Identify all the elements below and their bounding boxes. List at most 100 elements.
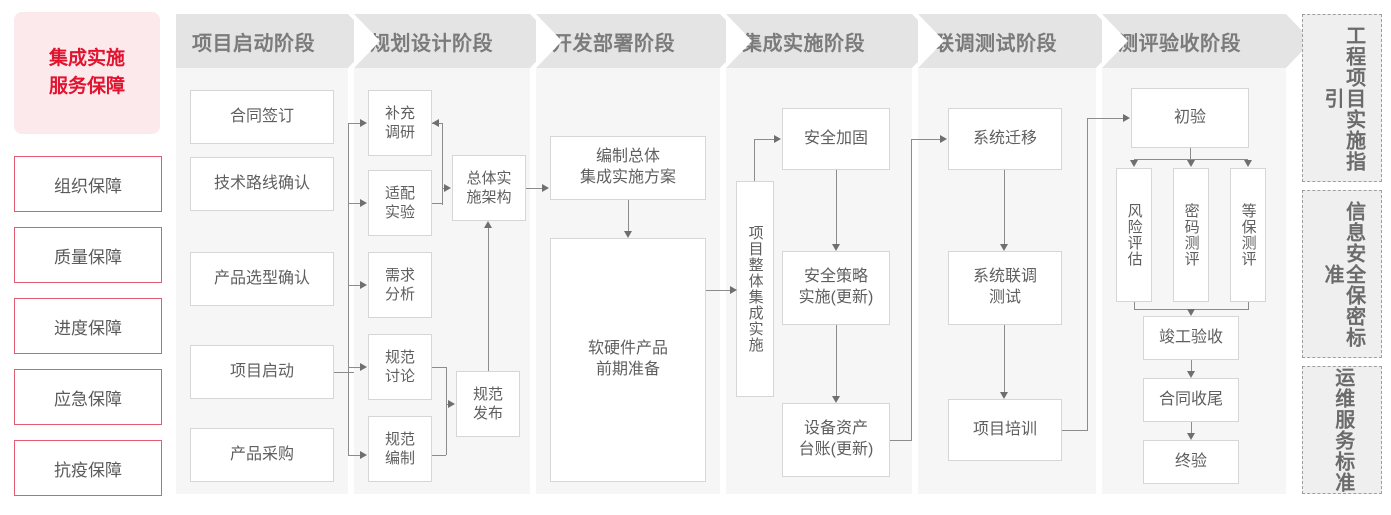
phase-title: 集成实施阶段 [742, 32, 865, 55]
node-final-acceptance[interactable]: 终验 [1143, 440, 1239, 484]
node-security-policy-implementation[interactable]: 安全策略 实施(更新) [782, 251, 890, 325]
arrowhead-icon [1243, 160, 1252, 167]
standard-engineering-guideline[interactable]: 工程项目实施指引 [1302, 14, 1382, 182]
connector-prep-to-overall [706, 290, 730, 292]
phase-header-joint-test[interactable]: 联调测试阶段 [918, 14, 1122, 68]
connector-trunk-to-survey [348, 123, 360, 125]
node-preliminary-acceptance[interactable]: 初验 [1131, 88, 1249, 148]
node-label: 项目整体集成实施 [746, 225, 764, 353]
node-classified-protection-evaluation[interactable]: 等保测评 [1230, 168, 1266, 302]
node-label: 系统迁移 [972, 129, 1037, 147]
connector-to-preliminary [1087, 118, 1123, 120]
node-project-training[interactable]: 项目培训 [948, 399, 1062, 461]
node-label: 项目培训 [972, 420, 1037, 438]
phase-title: 联调测试阶段 [934, 32, 1057, 55]
phase-title: 项目启动阶段 [192, 32, 315, 55]
connector-overall-up [754, 139, 756, 181]
node-cryptography-evaluation[interactable]: 密码测评 [1173, 168, 1209, 302]
node-contract-closeout[interactable]: 合同收尾 [1143, 378, 1239, 422]
node-spec-discussion[interactable]: 规范 讨论 [368, 334, 432, 400]
node-spec-drafting[interactable]: 规范 编制 [368, 416, 432, 482]
guarantee-label: 抗疫保障 [54, 460, 122, 480]
connector-kickoff-to-trunk [334, 372, 354, 374]
guarantee-item-quality[interactable]: 质量保障 [14, 227, 162, 283]
node-overall-implementation-architecture[interactable]: 总体实 施架构 [452, 155, 526, 221]
node-label: 技术路线确认 [213, 174, 310, 192]
phase-header-acceptance[interactable]: 测评验收阶段 [1102, 14, 1312, 68]
node-supplementary-survey[interactable]: 补充 调研 [368, 90, 432, 156]
phase-title: 开发部署阶段 [552, 32, 675, 55]
connector-adapt-merge-in [432, 203, 442, 205]
phase-header-deploy[interactable]: 开发部署阶段 [536, 14, 746, 68]
node-hardware-software-preparation[interactable]: 软硬件产品 前期准备 [550, 238, 706, 482]
connector-preliminary-down [1190, 148, 1192, 160]
connector-planning-trunk [348, 123, 350, 455]
node-overall-project-integration[interactable]: 项目整体集成实施 [736, 181, 774, 397]
arrowhead-icon [360, 450, 367, 459]
connector-trunk-to-demand [348, 285, 360, 287]
node-security-hardening[interactable]: 安全加固 [782, 108, 890, 170]
node-contract-signing[interactable]: 合同签订 [190, 90, 334, 144]
connector-hardening-to-policy [836, 170, 838, 244]
node-product-purchase[interactable]: 产品采购 [190, 428, 334, 482]
node-label: 终验 [1174, 452, 1207, 470]
node-label-line1: 适配 [384, 184, 415, 202]
node-label-line1: 规范 [384, 430, 415, 448]
connector-training-out [1062, 430, 1088, 432]
node-label-line2: 实验 [384, 204, 415, 221]
phase-header-planning[interactable]: 规划设计阶段 [354, 14, 556, 68]
node-product-selection-confirm[interactable]: 产品选型确认 [190, 252, 334, 306]
node-label: 密码测评 [1182, 203, 1200, 267]
guarantee-item-emergency[interactable]: 应急保障 [14, 369, 162, 425]
node-label-line1: 设备资产 [803, 420, 868, 438]
standard-label: 运维服务标准 [1331, 367, 1354, 493]
arrowhead-icon [432, 118, 439, 127]
guarantee-item-epidemic[interactable]: 抗疫保障 [14, 440, 162, 496]
phase-header-integrate[interactable]: 集成实施阶段 [726, 14, 938, 68]
guarantee-item-organization[interactable]: 组织保障 [14, 156, 162, 212]
connector-trunk-to-specwrite [348, 455, 360, 457]
node-spec-publish[interactable]: 规范 发布 [456, 371, 520, 437]
node-requirement-analysis[interactable]: 需求 分析 [368, 252, 432, 318]
node-system-joint-debug-test[interactable]: 系统联调 测试 [948, 251, 1062, 325]
connector-trunk-to-specdisc [348, 367, 360, 369]
standard-information-security[interactable]: 信息安全保密标准 [1302, 190, 1382, 358]
arrowhead-icon [1186, 309, 1195, 316]
arrowhead-icon [360, 198, 367, 207]
node-risk-assessment[interactable]: 风险评估 [1116, 168, 1152, 302]
connector-specwrite-out [432, 455, 446, 457]
standard-label: 信息安全保密标准 [1321, 200, 1365, 348]
guarantee-item-schedule[interactable]: 进度保障 [14, 298, 162, 354]
connector-overall-to-hardening [754, 139, 774, 141]
node-label: 合同签订 [229, 107, 294, 125]
node-label: 安全加固 [803, 129, 868, 147]
connector-asset-out [890, 440, 912, 442]
node-label-line1: 软硬件产品 [587, 340, 668, 358]
node-adaptation-experiment[interactable]: 适配 实验 [368, 170, 432, 236]
connector-dengbao-down [1248, 302, 1250, 310]
standard-label: 工程项目实施指引 [1321, 24, 1365, 172]
arrowhead-icon [623, 231, 632, 238]
node-compile-overall-integration-plan[interactable]: 编制总体 集成实施方案 [550, 136, 706, 200]
phase-title: 测评验收阶段 [1118, 32, 1241, 55]
node-project-kickoff[interactable]: 项目启动 [190, 345, 334, 399]
node-tech-route-confirm[interactable]: 技术路线确认 [190, 157, 334, 211]
node-completion-acceptance[interactable]: 竣工验收 [1143, 316, 1239, 360]
node-label-line1: 规范 [384, 348, 415, 366]
node-equipment-asset-ledger[interactable]: 设备资产 台账(更新) [782, 403, 890, 477]
node-label-line2: 前期准备 [595, 361, 660, 378]
service-guarantee-title-line1: 集成实施 [48, 48, 125, 70]
connector-arch-to-plan [526, 188, 542, 190]
node-label-line2: 台账(更新) [798, 441, 874, 458]
phase-header-start[interactable]: 项目启动阶段 [176, 14, 374, 68]
connector-policy-to-asset [836, 325, 838, 396]
node-label-line2: 讨论 [384, 368, 415, 385]
arrowhead-icon [483, 221, 492, 228]
connector-spec-merge [446, 367, 448, 455]
standard-ops-service[interactable]: 运维服务标准 [1302, 366, 1382, 494]
arrowhead-icon [448, 399, 455, 408]
node-system-migration[interactable]: 系统迁移 [948, 108, 1062, 170]
node-label-line1: 补充 [384, 104, 415, 122]
connector-specdisc-out [432, 367, 446, 369]
node-label-line1: 系统联调 [972, 268, 1037, 286]
